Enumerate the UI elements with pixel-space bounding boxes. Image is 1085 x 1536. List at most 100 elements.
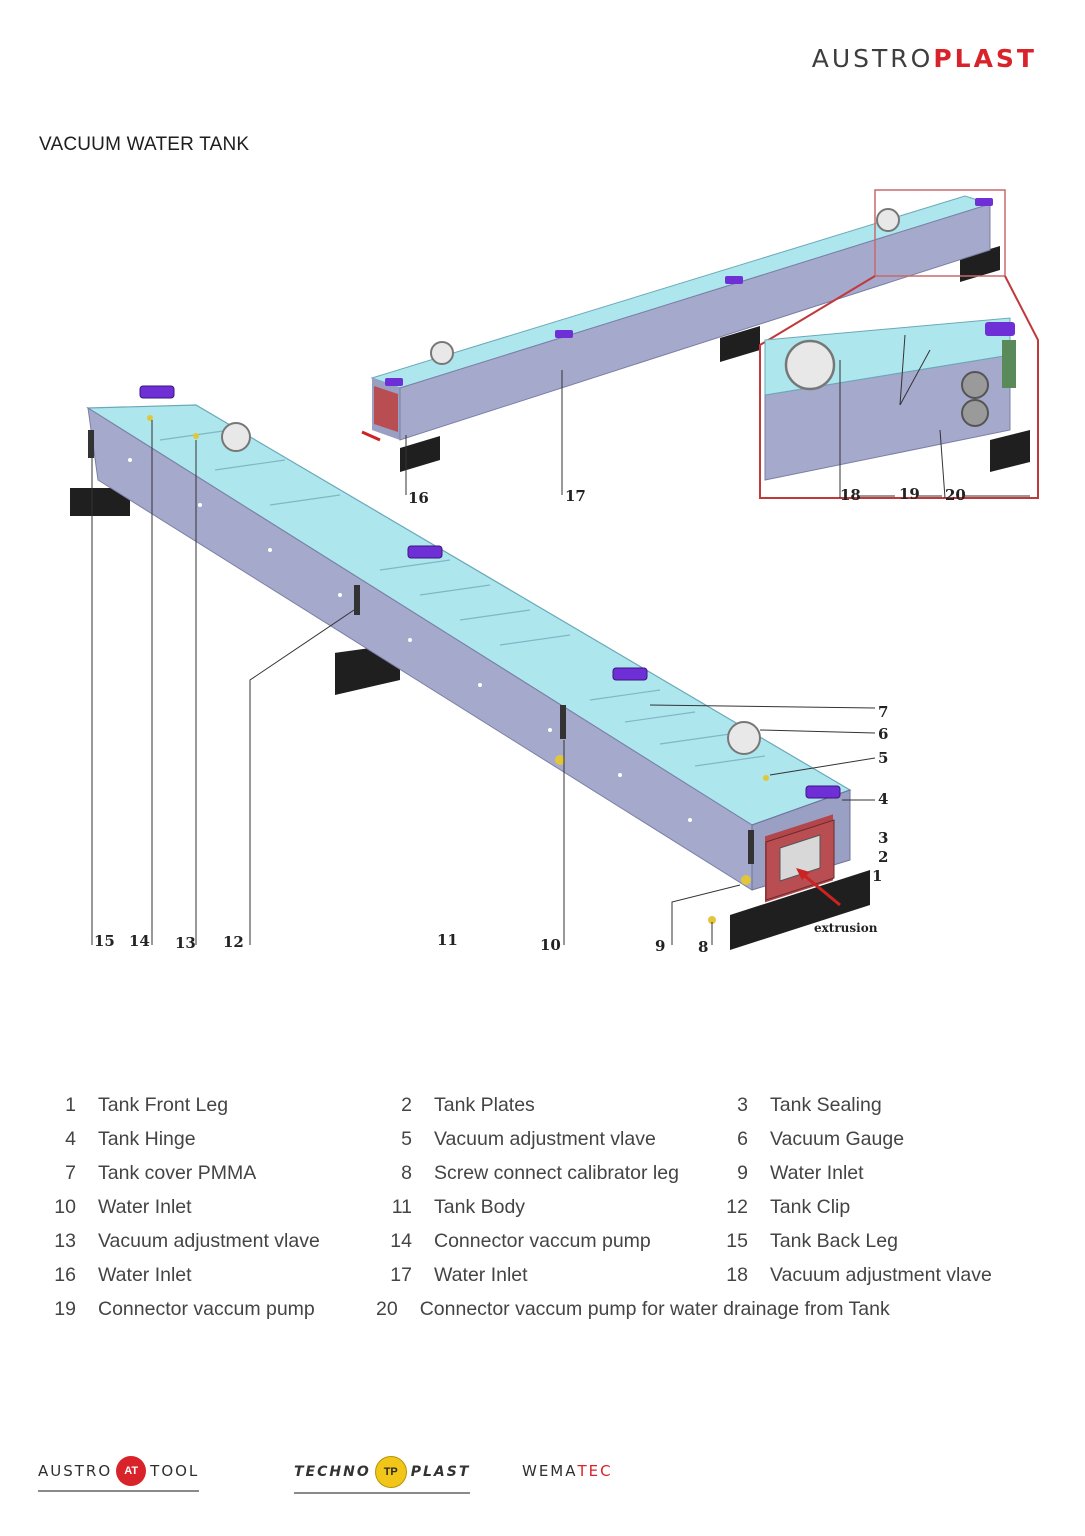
brand-logo-part2: PLAST: [933, 44, 1037, 73]
legend-number: 10: [54, 1196, 76, 1218]
callout-5: 5: [878, 749, 888, 767]
legend-label: Connector vaccum pump: [98, 1298, 315, 1320]
legend-number: 11: [391, 1196, 412, 1218]
legend-label: Tank Back Leg: [770, 1230, 898, 1252]
legend-label: Screw connect calibrator leg: [434, 1162, 679, 1184]
callout-10: 10: [540, 936, 561, 954]
legend-label: Vacuum Gauge: [770, 1128, 905, 1150]
callout-7: 7: [878, 703, 888, 721]
legend-number: 2: [401, 1094, 412, 1116]
legend-number: 5: [401, 1128, 412, 1150]
legend-label: Connector vaccum pump: [434, 1230, 651, 1252]
legend-item: 19 Connector vaccum pump: [40, 1297, 376, 1321]
page-title: VACUUM WATER TANK: [39, 134, 250, 155]
legend-label: Water Inlet: [434, 1264, 528, 1286]
legend-number: 4: [65, 1128, 76, 1150]
legend-item: 8 Screw connect calibrator leg: [376, 1161, 712, 1185]
callout-16: 16: [408, 489, 429, 507]
legend-item: 14 Connector vaccum pump: [376, 1229, 712, 1253]
wematec-right: TEC: [577, 1462, 613, 1480]
legend-item: 1 Tank Front Leg: [40, 1093, 376, 1117]
legend-item: 5 Vacuum adjustment vlave: [376, 1127, 712, 1151]
legend-number: 6: [737, 1128, 748, 1150]
callout-12: 12: [223, 933, 244, 951]
at-badge-icon: AT: [116, 1456, 147, 1486]
legend-item: 6 Vacuum Gauge: [712, 1127, 1050, 1151]
legend-label: Water Inlet: [98, 1196, 192, 1218]
callout-4: 4: [878, 790, 888, 808]
legend-item: 20 Connector vaccum pump for water draina…: [376, 1297, 890, 1321]
legend-item: 11 Tank Body: [376, 1195, 712, 1219]
legend-label: Vacuum adjustment vlave: [98, 1230, 320, 1252]
callout-13: 13: [175, 934, 196, 952]
legend-number: 17: [390, 1264, 412, 1286]
legend-number: 16: [54, 1264, 76, 1286]
austro-tool-right: TOOL: [150, 1462, 200, 1480]
legend-label: Vacuum adjustment vlave: [770, 1264, 992, 1286]
legend-item: 13 Vacuum adjustment vlave: [40, 1229, 376, 1253]
legend-label: Tank cover PMMA: [98, 1162, 257, 1184]
extrusion-label: extrusion: [814, 921, 878, 935]
callout-17: 17: [565, 487, 586, 505]
callout-18: 18: [840, 486, 861, 504]
techno-plast-left: TECHNO: [294, 1464, 371, 1480]
callout-8: 8: [698, 938, 708, 956]
tp-badge-icon: TP: [374, 1456, 407, 1488]
callout-2: 2: [878, 848, 888, 866]
legend-item: 10 Water Inlet: [40, 1195, 376, 1219]
legend-item: 17 Water Inlet: [376, 1263, 712, 1287]
top-tank: [361, 189, 1006, 472]
legend-number: 20: [376, 1298, 398, 1320]
legend-label: Connector vaccum pump for water drainage…: [419, 1298, 890, 1320]
legend-item: 4 Tank Hinge: [40, 1127, 376, 1151]
legend-item: 7 Tank cover PMMA: [40, 1161, 376, 1185]
legend-number: 15: [726, 1230, 748, 1252]
brand-logo-part1: AUSTRO: [811, 44, 934, 73]
austro-tool-logo: AUSTRO AT TOOL: [38, 1456, 200, 1492]
legend-label: Tank Sealing: [770, 1094, 882, 1116]
legend-item: 16 Water Inlet: [40, 1263, 376, 1287]
legend-number: 14: [390, 1230, 412, 1252]
legend-label: Tank Front Leg: [98, 1094, 229, 1116]
legend-number: 1: [65, 1094, 76, 1116]
leader-lines: [91, 370, 876, 945]
legend-number: 8: [401, 1162, 412, 1184]
techno-plast-right: PLAST: [410, 1464, 471, 1480]
legend-item: 15 Tank Back Leg: [712, 1229, 1050, 1253]
callout-9: 9: [655, 937, 665, 955]
callout-11: 11: [437, 931, 458, 949]
callout-1: 1: [872, 867, 882, 885]
legend-label: Tank Body: [434, 1196, 526, 1218]
legend-number: 9: [737, 1162, 748, 1184]
legend-number: 3: [737, 1094, 748, 1116]
legend-item: 18 Vacuum adjustment vlave: [712, 1263, 1050, 1287]
callouts: 1 2 3 4 5 6 7 8 9 10 11 12 13 14 15 16 1…: [94, 485, 1030, 956]
detail-inset: [759, 275, 1039, 499]
legend-item: 3 Tank Sealing: [712, 1093, 1050, 1117]
legend-label: Tank Hinge: [98, 1128, 196, 1150]
legend-label: Water Inlet: [98, 1264, 192, 1286]
callout-20: 20: [945, 486, 966, 504]
legend-number: 18: [726, 1264, 748, 1286]
callout-6: 6: [878, 725, 888, 743]
main-tank: [70, 385, 870, 950]
legend-number: 7: [65, 1162, 76, 1184]
callout-14: 14: [129, 932, 150, 950]
legend-label: Vacuum adjustment vlave: [434, 1128, 656, 1150]
austro-tool-left: AUSTRO: [38, 1462, 113, 1480]
brand-logo: AUSTROPLAST: [812, 44, 1037, 73]
techno-plast-logo: TECHNO TP PLAST: [294, 1456, 471, 1494]
legend-label: Tank Clip: [770, 1196, 851, 1218]
legend-item: 12 Tank Clip: [712, 1195, 1050, 1219]
callout-15: 15: [94, 932, 115, 950]
legend-number: 19: [54, 1298, 76, 1320]
legend-number: 13: [54, 1230, 76, 1252]
legend-number: 12: [726, 1196, 748, 1218]
callout-19: 19: [899, 485, 920, 503]
vacuum-tank-drawing: 1 2 3 4 5 6 7 8 9 10 11 12 13 14 15 16 1…: [70, 189, 1039, 956]
